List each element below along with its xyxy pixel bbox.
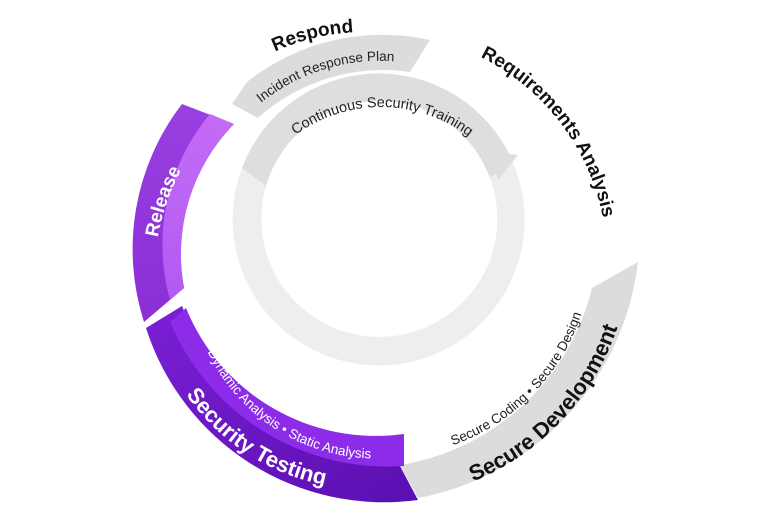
training-ring-arrowhead: [488, 152, 518, 180]
release-band-inner: [162, 114, 234, 300]
development-band: [400, 262, 638, 498]
training-ring: [232, 73, 525, 366]
respond-phase: [232, 34, 430, 119]
development-phase: [400, 262, 638, 498]
testing-phase: [146, 306, 418, 503]
respond-band: [232, 34, 430, 119]
testing-light-lane: [170, 308, 404, 467]
training-ring-band-highlight: [242, 73, 512, 186]
release-phase: [132, 104, 234, 322]
training-ring-band: [232, 160, 525, 366]
